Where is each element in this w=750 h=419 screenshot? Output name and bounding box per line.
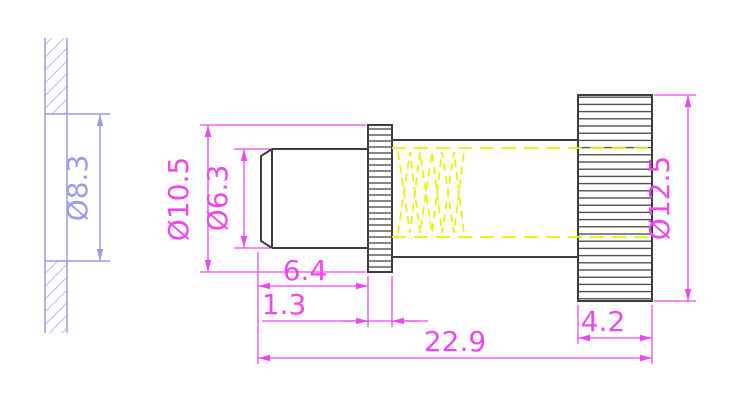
panel-section-view: Ø8.3 [44,38,110,333]
collar-diameter-dimension: Ø10.5 [162,124,366,273]
head-length-label: 4.2 [581,305,626,338]
overall-length-dimension: 22.9 [258,325,652,362]
overall-length-label: 22.9 [424,325,486,358]
tip-chamfered-end [260,148,273,249]
dimensions: Ø10.5 Ø6.3 Ø12.5 6.4 [162,94,696,364]
panel-hatch-bottom [45,261,67,333]
collar-thickness-label: 1.3 [262,288,307,321]
thread-zigzag-2 [397,151,465,234]
head-diameter-label: Ø12.5 [643,156,676,240]
tip-diameter-label: Ø6.3 [201,165,234,232]
ribbed-collar [367,124,393,273]
part-outline [260,94,653,302]
hole-diameter-label: Ø8.3 [61,155,94,222]
collar-thickness-dimension: 1.3 [262,276,428,327]
tip-length-label: 6.4 [283,254,328,287]
part-side-view: Ø10.5 Ø6.3 Ø12.5 6.4 [162,94,696,364]
collar-diameter-label: Ø10.5 [162,157,195,241]
knurled-head [577,94,653,302]
head-diameter-dimension: Ø12.5 [643,94,696,302]
head-length-dimension: 4.2 [577,305,653,364]
panel-hatch-top [45,38,67,114]
tip-length-dimension: 6.4 [257,252,369,364]
hole-diameter-dimension: Ø8.3 [61,113,110,262]
thread-zigzag-1 [397,151,465,234]
tip-diameter-dimension: Ø6.3 [201,148,270,249]
thread-hidden-lines [392,147,650,238]
